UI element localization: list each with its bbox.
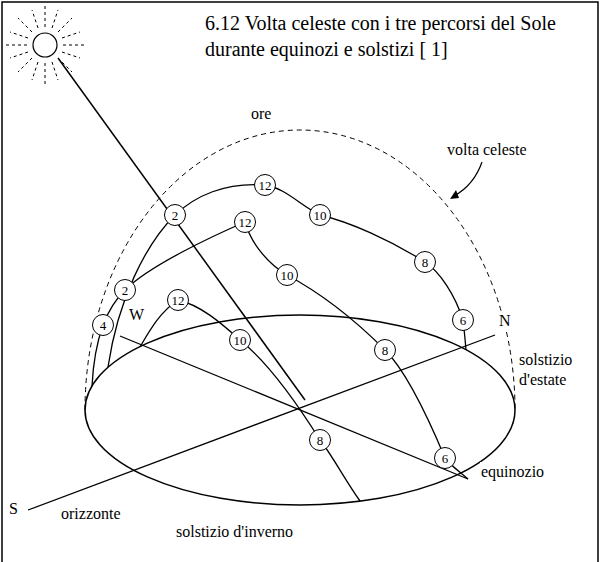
hour-number: 8 [422, 256, 429, 269]
sun-symbol [6, 6, 84, 84]
west-east-axis [120, 336, 468, 479]
sun-ray-line [58, 58, 305, 400]
horizon-label: orizzonte [60, 504, 122, 524]
hour-circle: 6 [452, 309, 474, 331]
hour-number: 10 [281, 269, 294, 282]
hour-circle: 12 [167, 289, 189, 311]
equinox-path [92, 222, 468, 479]
hour-circle: 12 [254, 174, 276, 196]
figure-title: 6.12 Volta celeste con i tre percorsi de… [205, 10, 590, 62]
leader-arrowhead [450, 190, 459, 199]
hour-number: 10 [234, 334, 247, 347]
hour-number: 12 [239, 216, 252, 229]
hour-circle: 6 [434, 447, 456, 469]
hour-number: 2 [122, 284, 129, 297]
vault-label: volta celeste [446, 140, 528, 160]
celestial-dome [85, 130, 515, 410]
hour-number: 8 [382, 344, 389, 357]
hour-number: 2 [172, 209, 179, 222]
hour-number: 8 [317, 434, 324, 447]
direction-letter: S [8, 499, 19, 519]
path-label: solstizio d'estate [518, 350, 596, 390]
hour-circle: 12 [234, 211, 256, 233]
hour-number: 12 [259, 179, 272, 192]
winter-solstice-path [140, 300, 360, 501]
leader-line [454, 162, 482, 196]
hour-circle: 8 [309, 429, 331, 451]
hour-circle: 4 [92, 314, 114, 336]
hours-label: ore [250, 104, 272, 124]
hour-number: 6 [460, 314, 467, 327]
hour-circle: 2 [114, 279, 136, 301]
hour-circle: 10 [276, 264, 298, 286]
hour-circle: 8 [414, 251, 436, 273]
hour-number: 6 [442, 452, 449, 465]
path-label: solstizio d'inverno [175, 522, 294, 542]
path-label: equinozio [480, 462, 545, 482]
summer-solstice-path [108, 185, 466, 367]
hour-circle: 2 [164, 204, 186, 226]
direction-letter: W [128, 305, 145, 325]
hour-number: 10 [314, 209, 327, 222]
direction-letter: N [498, 311, 512, 331]
sun-rays [6, 6, 84, 84]
hour-number: 12 [172, 294, 185, 307]
hour-circle: 10 [309, 204, 331, 226]
hour-circle: 8 [374, 339, 396, 361]
hour-circle: 10 [229, 329, 251, 351]
sun-disc [33, 33, 57, 57]
hour-number: 4 [100, 319, 107, 332]
